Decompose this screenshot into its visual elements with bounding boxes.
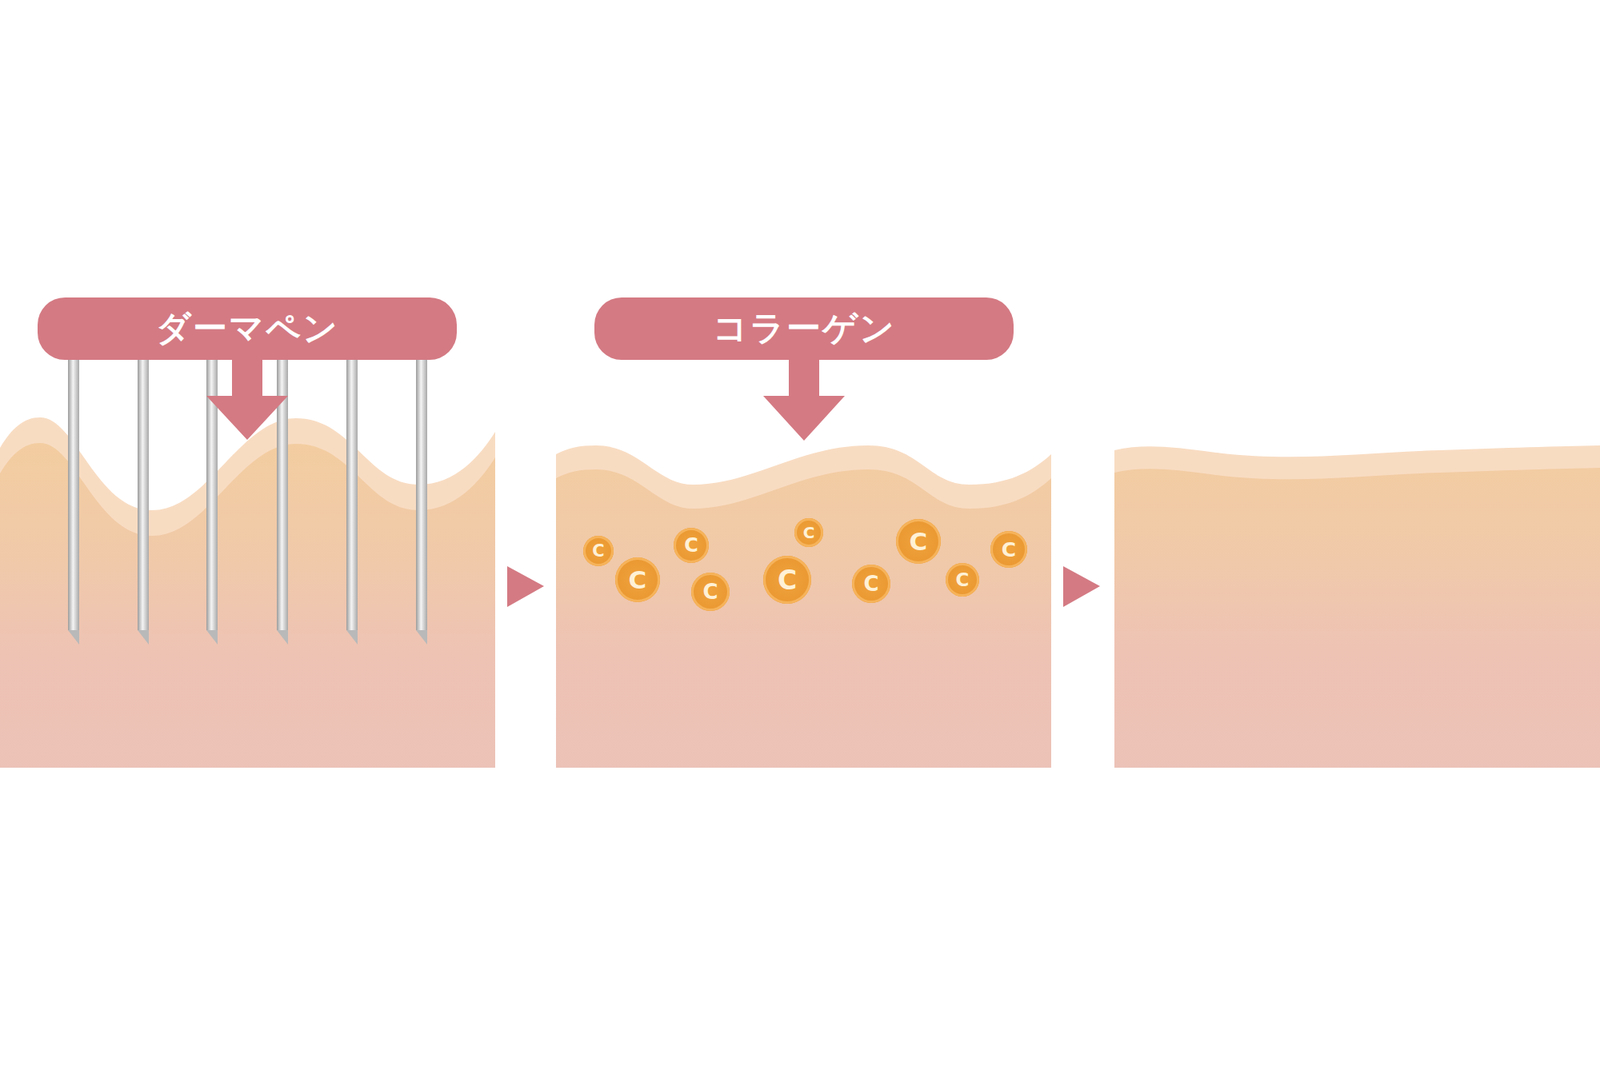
collagen-letter: C xyxy=(1001,540,1016,560)
label-box: ダーマペン xyxy=(37,297,457,360)
collagen-circle: C xyxy=(763,556,812,604)
skin-panel xyxy=(1114,445,1600,791)
needle-tip xyxy=(206,630,218,645)
collagen-circle: C xyxy=(583,536,614,567)
collagen-letter: C xyxy=(863,573,879,595)
needle-tip xyxy=(416,630,428,645)
collagen-circle: C xyxy=(673,528,709,564)
collagen-circle: C xyxy=(615,557,660,603)
collagen-circle: C xyxy=(896,519,941,564)
collagen-letter: C xyxy=(628,568,648,593)
collagen-circle: C xyxy=(852,564,891,604)
needle xyxy=(346,358,358,631)
step-triangle xyxy=(1063,566,1100,608)
needle-tip xyxy=(346,630,358,645)
needle-tip xyxy=(137,630,149,645)
down-arrow xyxy=(763,358,845,441)
needles xyxy=(68,358,428,645)
collagen-letter: C xyxy=(592,543,604,560)
needle-tip xyxy=(276,630,288,645)
needle xyxy=(68,358,80,631)
collagen-circle: C xyxy=(794,518,824,548)
collagen-circle: C xyxy=(990,531,1028,568)
needle xyxy=(416,358,428,631)
needle xyxy=(137,358,149,631)
collagen-letter: C xyxy=(702,581,718,603)
label-text: ダーマペン xyxy=(156,305,340,352)
step-triangle xyxy=(507,566,544,608)
skin-panel xyxy=(556,445,1052,792)
down-arrow xyxy=(206,358,288,440)
label-box: コラーゲン xyxy=(594,297,1014,360)
needle-tip xyxy=(68,630,80,645)
collagen-circle: C xyxy=(945,563,980,597)
collagen-letter: C xyxy=(956,571,970,590)
label-text: コラーゲン xyxy=(712,305,896,352)
collagen-letter: C xyxy=(803,524,816,541)
collagen-letter: C xyxy=(684,536,699,556)
collagen-letter: C xyxy=(777,567,797,594)
collagen-letter: C xyxy=(909,529,928,555)
collagen-circle: C xyxy=(691,572,730,612)
